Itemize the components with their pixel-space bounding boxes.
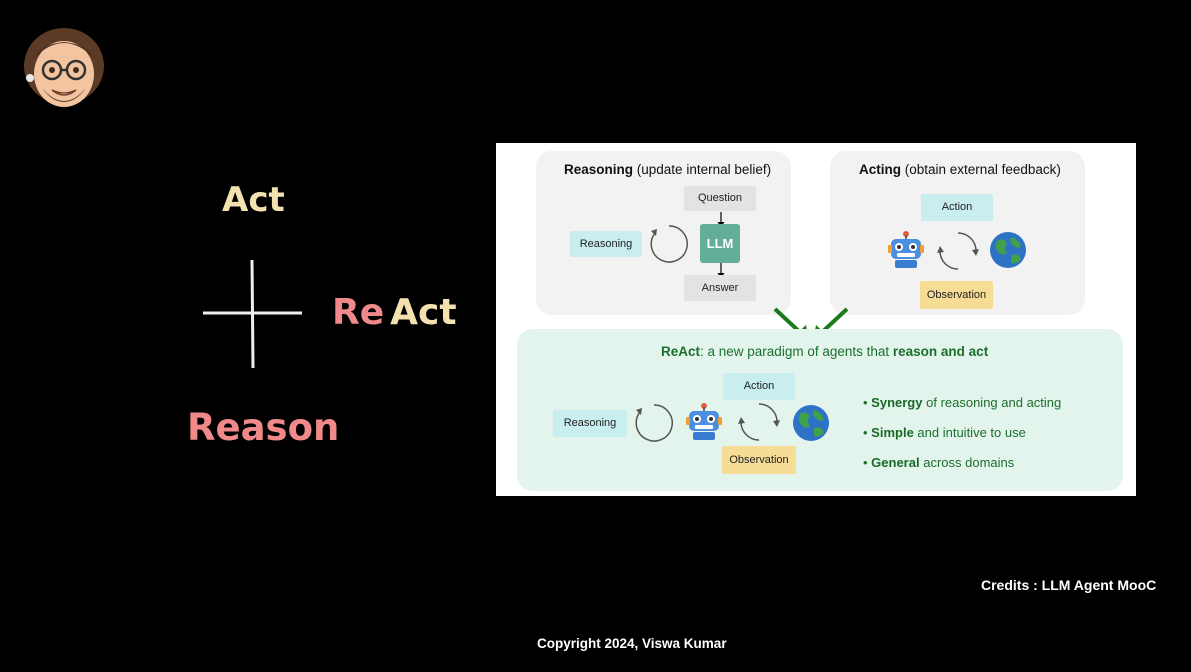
bullet-general-rest: across domains (923, 455, 1015, 470)
observation-chip: Observation (920, 281, 993, 309)
bullet-synergy: • Synergy of reasoning and acting (863, 395, 1062, 410)
globe-icon (793, 405, 829, 441)
react-observation-chip: Observation (722, 446, 796, 474)
bullet-simple: • Simple and intuitive to use (863, 425, 1026, 440)
cycle-arrow-icon (738, 403, 780, 441)
answer-chip: Answer (684, 275, 756, 301)
bullet-general-bold: General (871, 455, 920, 470)
acting-title: Acting (obtain external feedback) (859, 162, 1061, 177)
reasoning-title-bold: Reasoning (564, 162, 634, 177)
bullet-simple-bold: Simple (871, 425, 914, 440)
reasoning-chip: Reasoning (570, 231, 642, 257)
react-box: ReAct: a new paradigm of agents that rea… (517, 329, 1123, 491)
reasoning-title: Reasoning (update internal belief) (564, 162, 771, 177)
globe-icon (990, 232, 1026, 268)
robot-icon (888, 231, 924, 268)
llm-chip: LLM (700, 224, 740, 263)
cycle-arrow-icon (635, 404, 673, 442)
react-title: ReAct: a new paradigm of agents that rea… (661, 344, 988, 359)
reasoning-box: Reasoning (update internal belief) Quest… (536, 151, 791, 315)
acting-title-bold: Acting (859, 162, 901, 177)
react-diagram-panel: Reasoning (update internal belief) Quest… (496, 143, 1136, 496)
bullet-simple-rest: and intuitive to use (917, 425, 1026, 440)
bullet-general: • General across domains (863, 455, 1015, 470)
bullet-synergy-rest: of reasoning and acting (926, 395, 1062, 410)
credits-text: Credits : LLM Agent MooC (981, 577, 1157, 593)
avatar-icon (24, 28, 104, 107)
action-chip: Action (921, 194, 993, 221)
react-title-end: reason and act (892, 344, 989, 359)
robot-icon (686, 403, 722, 440)
act-label: Act (222, 180, 285, 220)
cycle-arrow-icon (650, 225, 688, 263)
react-reasoning-chip: Reasoning (553, 410, 627, 437)
copyright-text: Copyright 2024, Viswa Kumar (537, 636, 727, 651)
plus-icon (203, 259, 302, 369)
acting-title-rest: (obtain external feedback) (904, 162, 1061, 177)
cycle-arrow-icon (937, 232, 979, 270)
reasoning-title-rest: (update internal belief) (636, 162, 772, 177)
react-action-chip: Action (723, 373, 795, 400)
acting-box: Acting (obtain external feedback) Action… (830, 151, 1085, 315)
react-title-mid: : a new paradigm of agents that (700, 344, 890, 359)
react-title-bold: ReAct (661, 344, 701, 359)
react-re-text: Re (332, 292, 385, 333)
bullet-synergy-bold: Synergy (871, 395, 923, 410)
react-act-text: Act (390, 292, 457, 333)
question-chip: Question (684, 186, 756, 211)
reason-label: Reason (187, 406, 340, 449)
